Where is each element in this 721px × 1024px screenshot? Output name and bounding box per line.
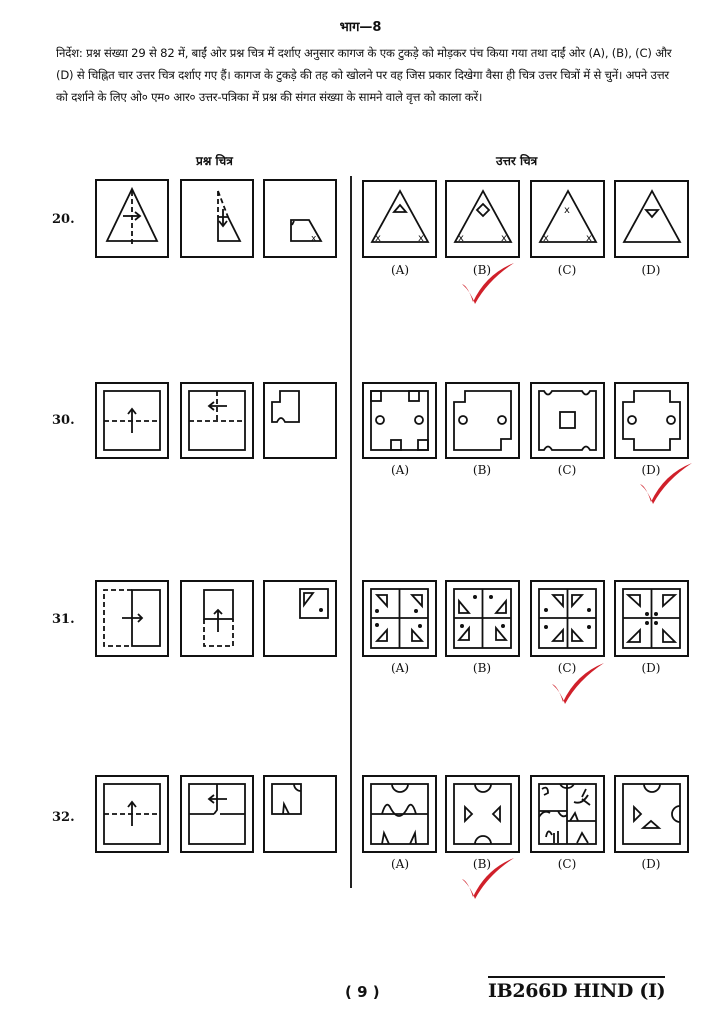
problem-figure-1 [95, 580, 169, 657]
question-number: 32. [52, 810, 75, 825]
instructions: निर्देश: प्रश्न संख्या 29 से 82 में, बाई… [56, 46, 672, 104]
option-label-b: (B) [472, 463, 492, 477]
option-label-d: (D) [641, 263, 661, 277]
option-label-b: (B) [472, 661, 492, 675]
option-label-b: (B) [472, 857, 492, 871]
option-label-d: (D) [641, 661, 661, 675]
answer-option-a[interactable] [362, 775, 437, 853]
checkmark-icon [462, 263, 514, 304]
option-label-a: (A) [390, 263, 410, 277]
option-label-c: (C) [557, 857, 577, 871]
answer-option-b[interactable] [445, 580, 520, 657]
answer-option-d[interactable] [614, 180, 689, 258]
answer-option-d[interactable] [614, 382, 689, 459]
svg-text:x: x [564, 205, 570, 216]
page-number: ( 9 ) [345, 983, 380, 1001]
answer-option-b[interactable] [445, 382, 520, 459]
answer-option-c[interactable] [530, 382, 605, 459]
column-divider [350, 176, 352, 888]
svg-text:x: x [311, 234, 317, 244]
problem-figure-1 [95, 382, 169, 459]
problem-figure-3 [263, 580, 337, 657]
svg-text:x: x [543, 233, 549, 244]
answer-option-c[interactable]: x x x [530, 180, 605, 258]
option-label-c: (C) [557, 463, 577, 477]
problem-figure-2 [180, 775, 254, 853]
checkmark-icon [640, 463, 692, 504]
answer-option-c[interactable] [530, 580, 605, 657]
answer-option-a[interactable] [362, 382, 437, 459]
option-label-a: (A) [390, 661, 410, 675]
column-header-answer: उत्तर चित्र [496, 154, 538, 168]
problem-figure-2 [180, 580, 254, 657]
option-label-c: (C) [557, 263, 577, 277]
checkmark-icon [552, 663, 604, 704]
answer-option-c[interactable] [530, 775, 605, 853]
svg-text:x: x [418, 233, 424, 244]
problem-figure-3: x [263, 179, 337, 258]
svg-text:x: x [586, 233, 592, 244]
answer-option-b[interactable] [445, 775, 520, 853]
option-label-a: (A) [390, 463, 410, 477]
option-label-b: (B) [472, 263, 492, 277]
checkmark-icon [462, 858, 514, 899]
option-label-a: (A) [390, 857, 410, 871]
column-header-problem: प्रश्न चित्र [196, 154, 233, 168]
problem-figure-1 [95, 179, 169, 258]
answer-option-d[interactable] [614, 775, 689, 853]
svg-text:x: x [458, 233, 464, 244]
problem-figure-3 [263, 775, 337, 853]
answer-option-d[interactable] [614, 580, 689, 657]
option-label-d: (D) [641, 857, 661, 871]
answer-option-a[interactable] [362, 580, 437, 657]
answer-option-b[interactable]: x x [445, 180, 520, 258]
option-label-c: (C) [557, 661, 577, 675]
answer-option-a[interactable]: x x [362, 180, 437, 258]
problem-figure-1 [95, 775, 169, 853]
question-number: 30. [52, 413, 75, 428]
option-label-d: (D) [641, 463, 661, 477]
question-number: 20. [52, 212, 75, 227]
booklet-code: IB266D HIND (I) [488, 976, 666, 1002]
svg-text:x: x [375, 233, 381, 244]
section-title: भाग—8 [339, 20, 382, 35]
problem-figure-2 [180, 382, 254, 459]
svg-text:x: x [501, 233, 507, 244]
problem-figure-3 [263, 382, 337, 459]
question-number: 31. [52, 612, 75, 627]
problem-figure-2 [180, 179, 254, 258]
